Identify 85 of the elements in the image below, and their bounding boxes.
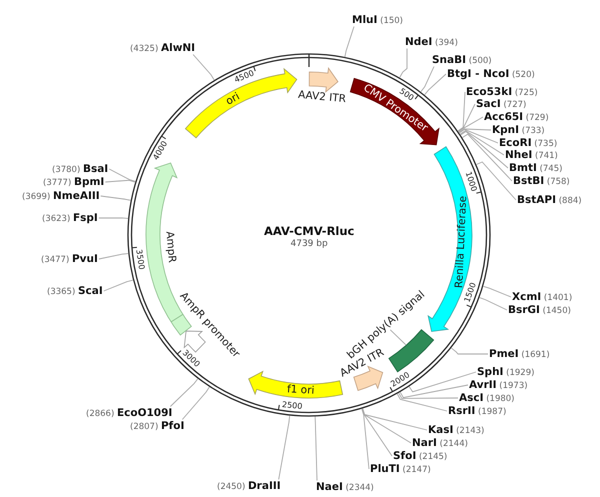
restriction-site-label: BstAPI (884) (517, 194, 582, 206)
restriction-site-label: NaeI (2344) (316, 480, 374, 494)
restriction-site-label: SphI (1929) (477, 366, 534, 378)
restriction-site-label: (3623) FspI (42, 212, 98, 224)
leader-line (400, 384, 468, 398)
restriction-site-label: RsrII (1987) (448, 404, 506, 418)
leader-line (458, 104, 476, 132)
promoter-band (349, 77, 440, 146)
restriction-site-label: (3780) BsaI (52, 162, 108, 176)
leader-line (462, 134, 512, 182)
feature-label: f1 ori (286, 383, 314, 397)
leader-line (361, 408, 370, 470)
leader-line (458, 128, 492, 134)
leader-line (100, 196, 132, 201)
restriction-site-label: NheI (741) (505, 148, 558, 162)
restriction-site-label: XcmI (1401) (512, 290, 572, 304)
tick-label: 4500 (233, 68, 256, 85)
restriction-site-label: Acc65I (729) (484, 110, 549, 124)
restriction-site-label: KasI (2143) (428, 424, 484, 436)
leader-line (104, 180, 136, 183)
leader-line (396, 393, 448, 412)
restriction-site-label: BtgI - NcoI (520) (447, 68, 535, 80)
leader-line (108, 168, 136, 182)
restriction-site-label: KpnI (733) (492, 124, 545, 136)
restriction-site-label: (2866) EcoO109I (86, 406, 172, 420)
tick-label: 1000 (464, 170, 480, 193)
leader-line (362, 408, 392, 456)
restriction-site-label: BstBI (758) (513, 174, 570, 188)
leader-line (98, 217, 129, 219)
restriction-site-label: (2807) PfoI (130, 420, 184, 432)
restriction-site-label: (3699) NmeAIII (22, 190, 100, 202)
restriction-site-label: MluI (150) (352, 14, 403, 26)
leader-line (458, 128, 498, 144)
leader-line (344, 26, 354, 58)
leader-line (398, 392, 458, 399)
leader-line (192, 54, 215, 81)
leader-line (420, 66, 434, 92)
restriction-site-label: BmtI (745) (509, 162, 562, 174)
leader-line (170, 378, 198, 407)
restriction-site-label: Eco53kI (725) (466, 86, 538, 98)
restriction-site-label: (2450) DraIII (217, 480, 281, 492)
restriction-site-label: SnaBI (500) (432, 54, 492, 66)
tick-label: 2500 (282, 400, 303, 411)
leader-line (450, 348, 488, 354)
leader-line (399, 48, 408, 78)
restriction-site-label: AvrII (1973) (469, 378, 528, 392)
leader-line (458, 116, 484, 132)
tick-label: 3500 (134, 248, 146, 270)
feature-label: AAV2 ITR (297, 88, 346, 105)
feature-band (184, 67, 298, 139)
leader-line (103, 280, 134, 292)
restriction-site-label: BsrGI (1450) (508, 304, 571, 316)
restriction-site-label: PmeI (1691) (489, 348, 550, 360)
leader-line (362, 408, 412, 444)
restriction-site-label: AscI (1980) (459, 392, 514, 404)
feature-label: ori (224, 90, 242, 108)
restriction-site-label: (3777) BpmI (43, 176, 104, 188)
leader-line (479, 297, 508, 310)
leader-line (278, 415, 290, 480)
leader-line (476, 161, 516, 200)
restriction-site-label: (4325) AlwNI (130, 42, 196, 54)
leader-line (314, 416, 318, 481)
restriction-site-label: (3365) ScaI (47, 284, 103, 298)
restriction-site-label: SacI (727) (476, 98, 526, 110)
leader-line (408, 372, 476, 392)
leader-line (182, 386, 210, 420)
leader-line (482, 286, 512, 298)
tick-label: 500 (397, 86, 416, 102)
leader-line (460, 130, 508, 168)
restriction-site-label: EcoRI (735) (499, 136, 558, 150)
restriction-site-label: NdeI (394) (405, 36, 458, 48)
plasmid-name: AAV-CMV-Rluc (264, 224, 354, 238)
leader-line (460, 130, 504, 156)
restriction-site-label: PluTI (2147) (370, 462, 431, 476)
leader-line (390, 329, 406, 346)
restriction-site-label: SfoI (2145) (393, 450, 448, 462)
feature-label: AmpR (162, 231, 178, 264)
plasmid-size: 4739 bp (290, 239, 328, 249)
leader-line (424, 74, 446, 96)
tick-label: 4000 (152, 139, 170, 162)
restriction-site-label: (3477) PvuI (41, 252, 98, 266)
leader-line (362, 408, 428, 430)
restriction-site-label: NarI (2144) (412, 436, 468, 450)
leader-line (457, 92, 466, 132)
leader-line (98, 253, 129, 260)
